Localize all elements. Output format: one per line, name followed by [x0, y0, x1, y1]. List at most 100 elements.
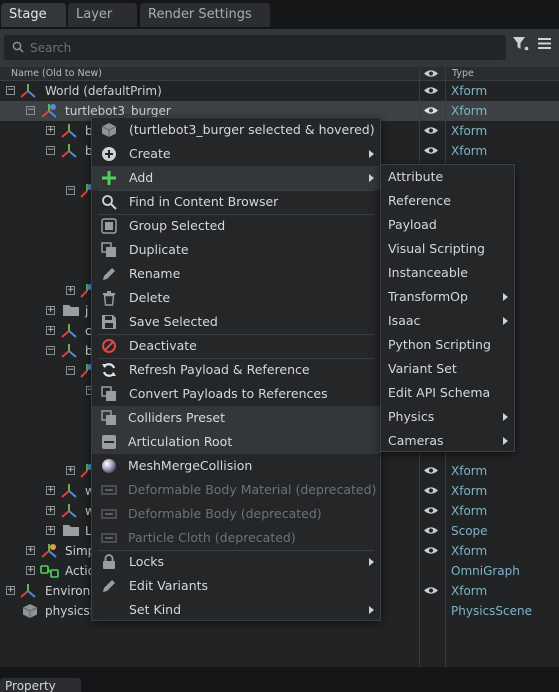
tree-row-simp[interactable]: + Simp Xform [0, 541, 559, 561]
search-box[interactable] [4, 35, 506, 60]
menu-item-isaac[interactable]: Isaac [381, 309, 514, 333]
expand-toggle[interactable]: + [46, 525, 55, 535]
visibility-eye-icon[interactable] [424, 586, 438, 595]
visibility-eye-icon[interactable] [424, 126, 438, 135]
menu-item-save-selected[interactable]: Save Selected [92, 310, 380, 334]
visibility-column-icon[interactable] [424, 69, 438, 78]
visibility-eye-icon[interactable] [424, 526, 438, 535]
visibility-eye-icon[interactable] [424, 506, 438, 515]
menu-item-add[interactable]: Add [92, 166, 380, 190]
tree-row-actio[interactable]: + Actio OmniGraph [0, 561, 559, 581]
search-input[interactable] [30, 35, 500, 60]
menu-item-deactivate[interactable]: Deactivate [92, 334, 380, 358]
visibility-eye-icon[interactable] [424, 106, 438, 115]
pencil-icon [103, 268, 115, 280]
search-icon [102, 195, 117, 210]
filter-icon[interactable] [513, 37, 529, 51]
prim-name: b [85, 344, 93, 358]
collapse-toggle[interactable]: − [46, 145, 55, 155]
tab-bar: Stage Layer Render Settings [0, 0, 559, 29]
menu-item-delete[interactable]: Delete [92, 286, 380, 310]
tree-row[interactable]: − b [0, 341, 559, 361]
visibility-eye-icon[interactable] [424, 466, 438, 475]
menu-item-label: Python Scripting [388, 337, 491, 352]
menu-item-label: Reference [388, 193, 451, 208]
menu-item-duplicate[interactable]: Duplicate [92, 238, 380, 262]
column-name[interactable]: Name (Old to New) [11, 68, 102, 79]
collapse-toggle[interactable]: − [66, 185, 75, 195]
tree-row[interactable]: + c [0, 321, 559, 341]
prim-type: Xform [451, 104, 488, 118]
tree-row-environ[interactable]: + Environ Xform [0, 581, 559, 601]
visibility-eye-icon[interactable] [424, 86, 438, 95]
submenu-arrow-icon [503, 317, 508, 325]
menu-item-payload[interactable]: Payload [381, 213, 514, 237]
tree-row-physics[interactable]: physicsS PhysicsScene [0, 601, 559, 621]
expand-toggle[interactable]: + [66, 465, 75, 475]
menu-item-visual-scripting[interactable]: Visual Scripting [381, 237, 514, 261]
tree-row-world[interactable]: − World (defaultPrim) Xform [0, 81, 559, 101]
menu-item-python-scripting[interactable]: Python Scripting [381, 333, 514, 357]
tree-row[interactable]: + w Xform [0, 501, 559, 521]
menu-item-articulation-root[interactable]: Articulation Root [92, 430, 380, 454]
tab-property[interactable]: Property [0, 678, 81, 692]
menu-item-physics[interactable]: Physics [381, 405, 514, 429]
lock-icon [103, 554, 115, 569]
menu-item-variant-set[interactable]: Variant Set [381, 357, 514, 381]
collapse-toggle[interactable]: − [66, 365, 75, 375]
expand-toggle[interactable]: + [66, 285, 75, 295]
prim-type: Xform [451, 544, 488, 558]
menu-item-cameras[interactable]: Cameras [381, 429, 514, 453]
visibility-eye-icon[interactable] [424, 486, 438, 495]
prim-name: turtlebot3_burger [65, 104, 171, 118]
menu-item-attribute[interactable]: Attribute [381, 165, 514, 189]
menu-item-edit-variants[interactable]: Edit Variants [92, 574, 380, 598]
expand-toggle[interactable]: + [46, 305, 55, 315]
menu-item-set-kind[interactable]: Set Kind [92, 598, 380, 622]
tab-label: Property [5, 679, 56, 692]
tab-stage[interactable]: Stage [1, 3, 66, 27]
tree-row[interactable]: + L Scope [0, 521, 559, 541]
menu-item-instanceable[interactable]: Instanceable [381, 261, 514, 285]
menu-item-label: Refresh Payload & Reference [129, 362, 310, 377]
menu-item-transformop[interactable]: TransformOp [381, 285, 514, 309]
prim-name: L [85, 524, 92, 538]
expand-toggle[interactable]: + [6, 585, 15, 595]
collapse-toggle[interactable]: − [6, 85, 15, 95]
expand-toggle[interactable]: + [46, 125, 55, 135]
submenu-arrow-icon [369, 606, 374, 614]
menu-item-reference[interactable]: Reference [381, 189, 514, 213]
menu-item-find-in-content-browser[interactable]: Find in Content Browser [92, 190, 380, 214]
column-type[interactable]: Type [452, 68, 474, 79]
menu-item-edit-api-schema[interactable]: Edit API Schema [381, 381, 514, 405]
menu-item-create[interactable]: Create [92, 142, 380, 166]
expand-toggle[interactable]: + [26, 565, 35, 575]
menu-item-meshmergecollision[interactable]: MeshMergeCollision [92, 454, 380, 478]
collapse-toggle[interactable]: − [46, 345, 55, 355]
menu-item-rename[interactable]: Rename [92, 262, 380, 286]
menu-icon[interactable] [538, 38, 551, 49]
menu-item-group-selected[interactable]: Group Selected [92, 214, 380, 238]
tree-row[interactable]: + w Xform [0, 481, 559, 501]
menu-item-refresh-payload[interactable]: Refresh Payload & Reference [92, 358, 380, 382]
expand-toggle[interactable]: + [46, 325, 55, 335]
menu-separator [98, 214, 374, 215]
tree-row[interactable]: + Xform [0, 461, 559, 481]
menu-item-label: Locks [129, 554, 165, 569]
menu-item-deformable-body: Deformable Body (deprecated) [92, 502, 380, 526]
visibility-eye-icon[interactable] [424, 546, 438, 555]
menu-item-locks[interactable]: Locks [92, 550, 380, 574]
tab-layer[interactable]: Layer [68, 3, 137, 27]
expand-toggle[interactable]: + [46, 485, 55, 495]
menu-item-colliders-preset[interactable]: Colliders Preset [92, 406, 380, 430]
expand-toggle[interactable]: + [46, 505, 55, 515]
tree-row[interactable]: + b Xform [0, 121, 559, 141]
expand-toggle[interactable]: + [26, 545, 35, 555]
tree-row[interactable]: − b Xform [0, 141, 559, 161]
tree-row[interactable]: + j [0, 301, 559, 321]
tab-render-settings[interactable]: Render Settings [140, 3, 270, 27]
menu-item-convert-payloads[interactable]: Convert Payloads to References [92, 382, 380, 406]
collapse-toggle[interactable]: − [26, 105, 35, 115]
visibility-eye-icon[interactable] [424, 146, 438, 155]
prim-name: Simp [65, 544, 96, 558]
